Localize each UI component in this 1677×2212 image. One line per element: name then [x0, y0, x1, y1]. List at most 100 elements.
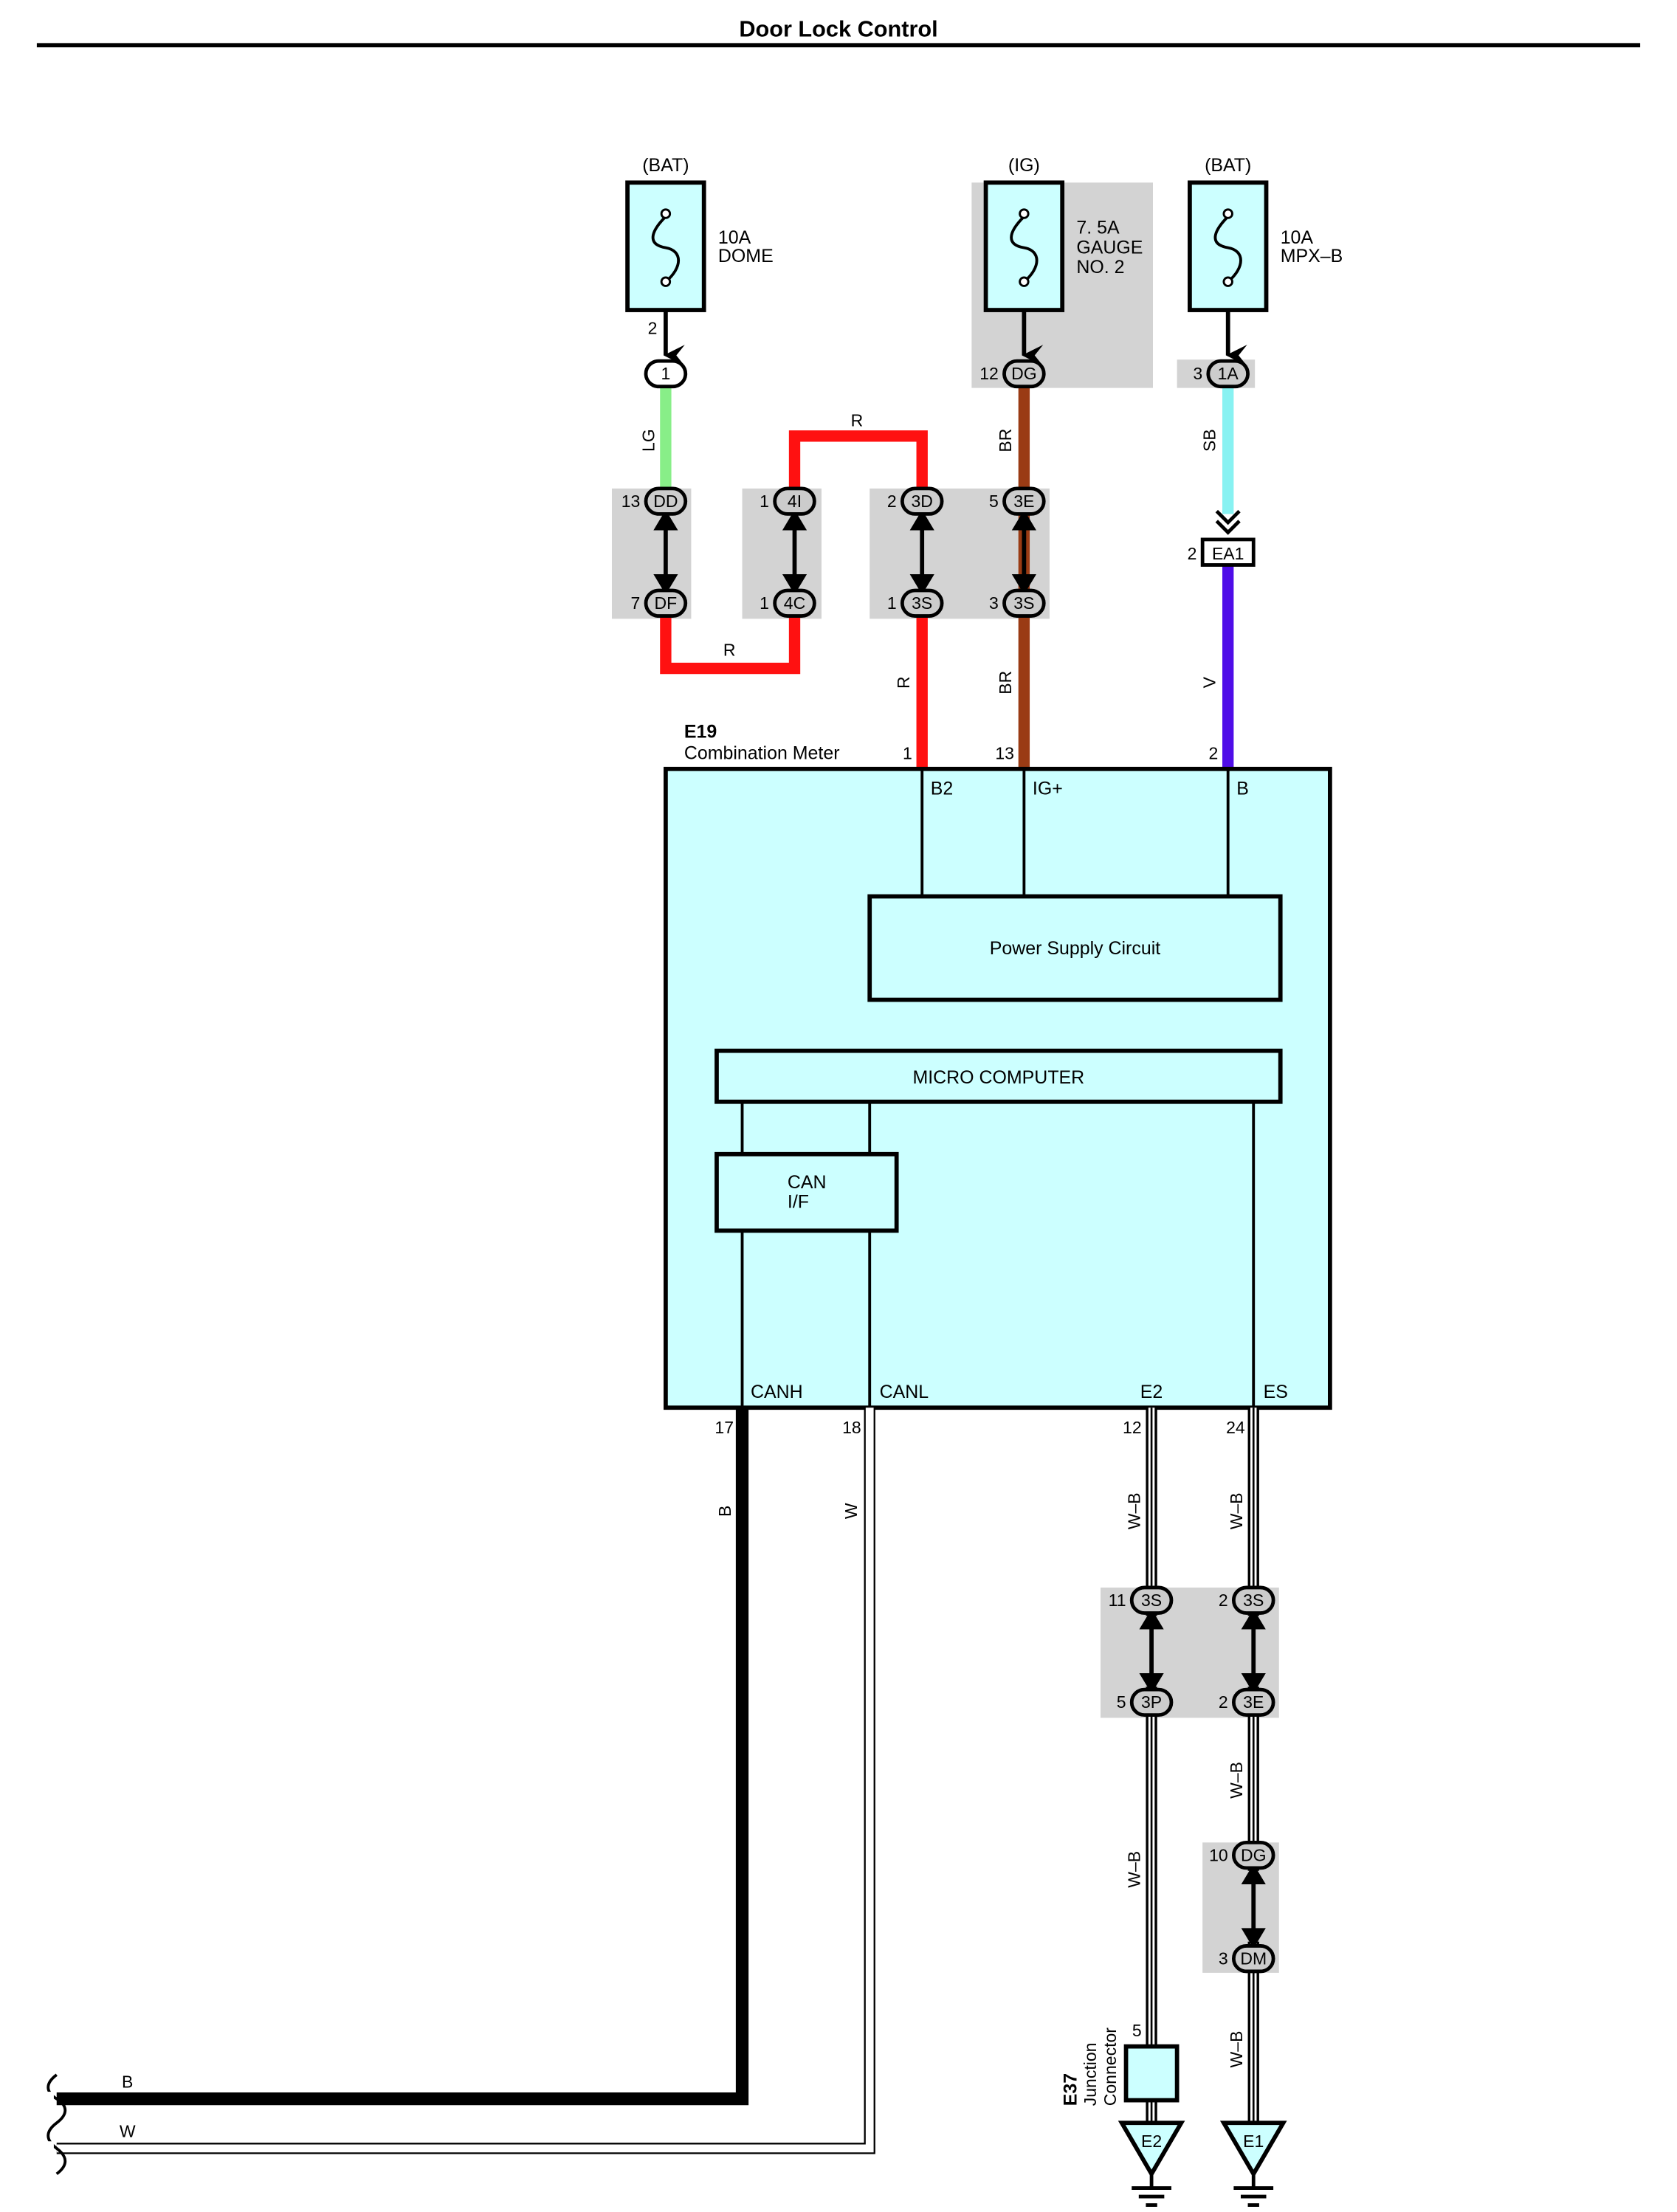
meter-pin-num: 12 [1123, 1418, 1142, 1437]
connector-ea1-box [1200, 537, 1256, 567]
connector-pin: 10 [1209, 1845, 1228, 1864]
pill-shape [900, 588, 944, 618]
wire-label-br-top: BR [996, 429, 1015, 452]
meter-pin-label: B2 [931, 778, 954, 799]
fuse-terminal-icon [660, 276, 672, 287]
connector-code: 3S [1243, 1591, 1264, 1610]
up-arrow-icon [909, 509, 934, 531]
connector-pin: 5 [989, 492, 999, 511]
ground-e2: E2 [1118, 2120, 1185, 2207]
internal-lines [740, 768, 1256, 1408]
connector-3e: 3E 2 [1219, 1687, 1275, 1717]
connector-code: 1 [661, 364, 670, 383]
connector-3s: 3S 3 [989, 588, 1046, 618]
fuse-element-icon [1213, 216, 1242, 283]
wire-label-sb: SB [1199, 429, 1219, 452]
fuse-terminal-icon [1019, 276, 1030, 287]
wire-label-wb: W–B [1227, 2031, 1246, 2068]
ground-label: E2 [1141, 2132, 1162, 2151]
connector-pill: 1A [1206, 359, 1250, 389]
power-supply-circuit [867, 894, 1283, 1002]
up-arrow-icon [1241, 1864, 1266, 1884]
wire-label-wb: W–B [1125, 1492, 1144, 1529]
connector-code: DG [1241, 1845, 1267, 1864]
micro-computer [714, 1048, 1283, 1104]
down-arrow-icon [782, 573, 807, 595]
meter-pin-label: ES [1264, 1382, 1288, 1402]
fuse-terminal-icon [660, 208, 672, 219]
meter-pin-num: 24 [1226, 1418, 1245, 1437]
ground-symbol-icon [1132, 2174, 1171, 2207]
power-supply-label: Power Supply Circuit [990, 938, 1161, 959]
pill-shape [773, 486, 816, 516]
pill-shape [1231, 1687, 1275, 1717]
meter-pin-label: CANH [751, 1382, 803, 1402]
fuse-mpx-b: (BAT) 10A MPX–B 3 [1188, 155, 1343, 383]
wire-label-wb: W–B [1227, 1492, 1246, 1529]
fuse-source: (BAT) [642, 155, 689, 176]
wire-label-v: V [1199, 676, 1219, 688]
up-arrow-icon [1139, 1608, 1164, 1630]
junction-id: E37 [1060, 2073, 1081, 2106]
ground-symbol-icon [1233, 2174, 1274, 2207]
connector-code: 3E [1013, 492, 1034, 511]
fuse-terminal-icon [1019, 208, 1030, 219]
wire-label-br-bottom: BR [996, 671, 1015, 695]
junction-connector-e37: 5 E37 Junction Connector [1060, 2021, 1180, 2106]
down-arrow-icon [1241, 1673, 1266, 1694]
meter-id: E19 [684, 722, 717, 742]
connector-code: DG [1011, 364, 1037, 383]
down-arrow-icon [1139, 1673, 1164, 1694]
wire-label-w: W [841, 1503, 861, 1519]
pill-shape [1231, 1840, 1275, 1870]
up-arrow-icon [782, 509, 807, 531]
up-arrow-icon [653, 509, 678, 531]
pill-shape [1129, 1687, 1174, 1717]
meter-pin-num: 2 [1208, 743, 1218, 762]
connector-3d: 3D 2 [887, 486, 944, 516]
connector-3p: 3P 5 [1117, 1687, 1174, 1717]
fuse-rating: 7. 5A [1076, 217, 1120, 238]
connector-dm: DM 3 [1219, 1944, 1275, 1974]
connector-4i: 4I 1 [760, 486, 816, 516]
connector-ea1: EA1 2 [1188, 537, 1256, 567]
wire-label-wb: W–B [1227, 1762, 1246, 1799]
connector-code: 3E [1243, 1692, 1264, 1712]
double-arrow-icon [1215, 509, 1241, 535]
connector-pin: 2 [1219, 1591, 1228, 1610]
meter-pin-label: B [1236, 778, 1249, 799]
connector-code: DD [653, 492, 678, 511]
connector-code: 3S [1013, 593, 1034, 613]
fuse-name: DOME [718, 246, 774, 266]
junction-name: Connector [1101, 2027, 1120, 2106]
meter-pin-num: 18 [842, 1418, 861, 1437]
wire-label-b: B [715, 1506, 734, 1517]
up-arrow-icon [1011, 509, 1036, 531]
pill-shape [773, 588, 816, 618]
connector-4c: 4C 1 [760, 588, 816, 618]
connector-3s: 3S 2 [1219, 1585, 1275, 1615]
pill-shape [900, 486, 944, 516]
pill-shape [644, 588, 688, 618]
fuse-out-pin: 2 [648, 319, 658, 338]
wire-break-icon [47, 2073, 67, 2175]
junction-arrows-lower [1139, 1608, 1266, 1949]
pill-shape [1129, 1585, 1174, 1615]
fuse-terminal-icon [1222, 208, 1233, 219]
pill-shape [1002, 359, 1046, 389]
connector-pin: 2 [887, 492, 897, 511]
ground-triangle-icon [1118, 2120, 1185, 2179]
can-if-label: CAN [788, 1172, 827, 1193]
connector-pin: 3 [989, 593, 999, 613]
fuse-rating: 10A [718, 227, 751, 248]
fuse-element-icon [1010, 216, 1039, 283]
connector-pin: 1 [760, 492, 769, 511]
down-arrow-icon [909, 573, 934, 595]
wire-r-loop [660, 616, 801, 675]
connector-pin: 7 [631, 593, 641, 613]
micro-computer-label: MICRO COMPUTER [912, 1067, 1084, 1088]
connector-pin: 3 [1219, 1949, 1228, 1968]
connector-dg: DG 10 [1209, 1840, 1275, 1870]
fuse-rating: 10A [1281, 227, 1314, 248]
